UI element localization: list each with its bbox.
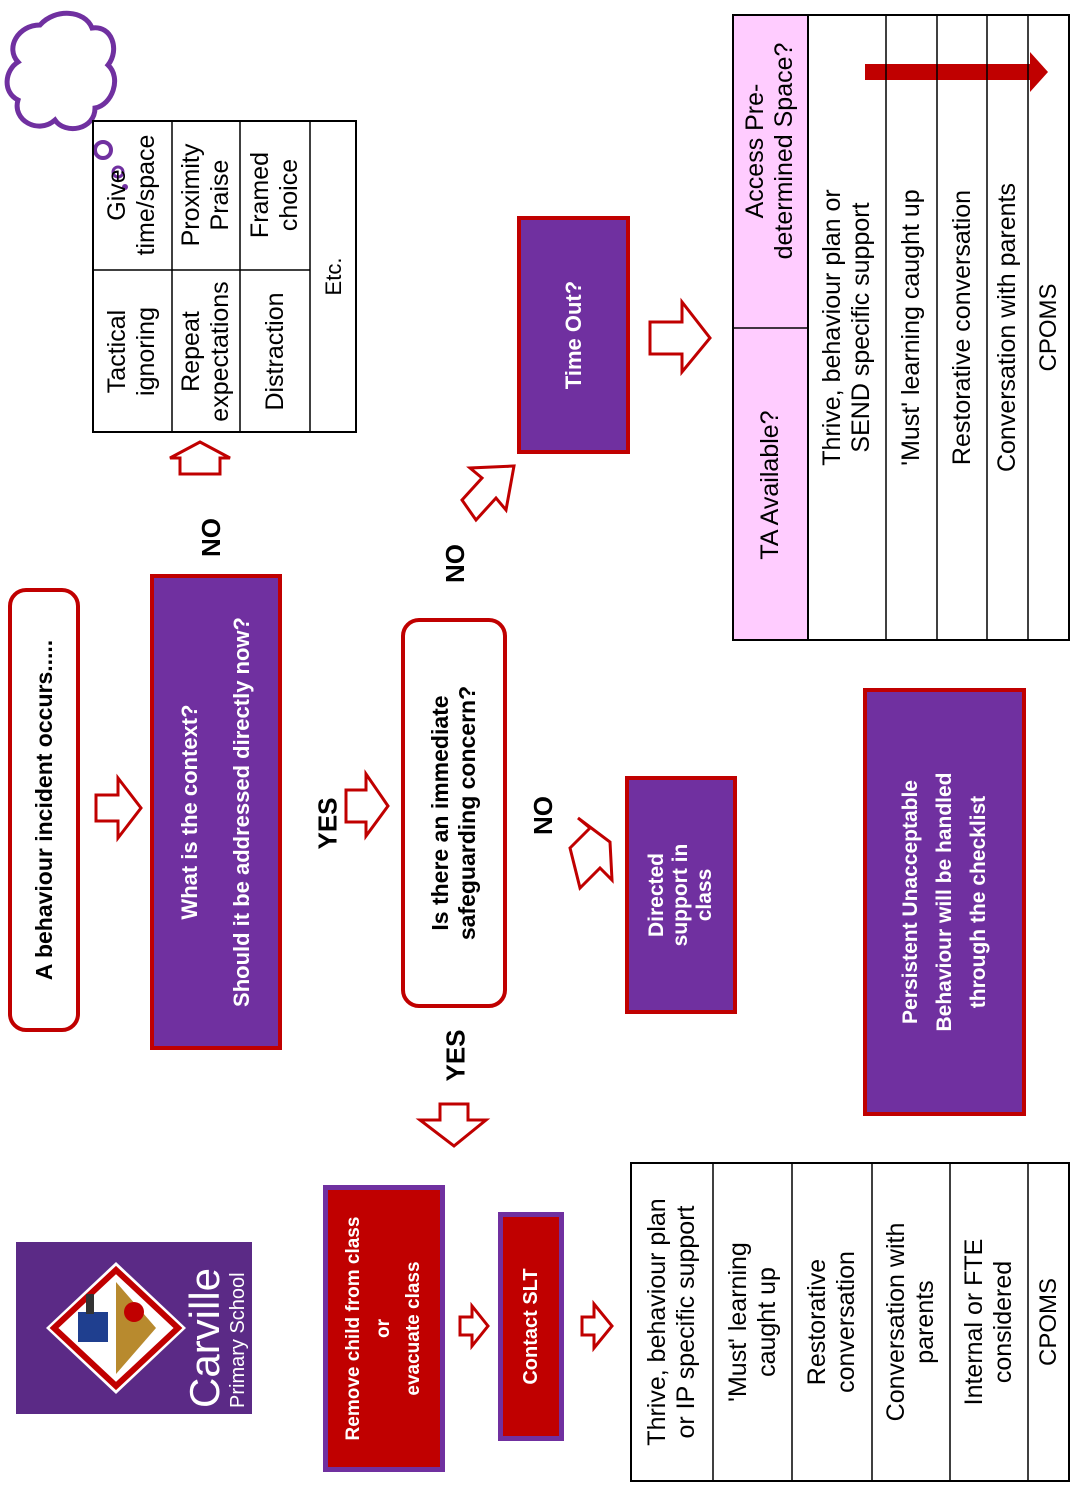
strategies-table [92,120,357,433]
arrow-right-icon [580,1299,614,1353]
slt-row: Restorative conversation [803,1251,860,1393]
arrow-right-icon [344,769,390,841]
slt-row: Conversation with parents [882,1222,939,1422]
arrow-right-solid-icon [865,52,1048,92]
slt-row: CPOMS [1035,1278,1062,1367]
arrow-right-icon [648,297,712,377]
arrow-diagonal-icon [460,464,516,523]
slt-table [630,1162,1070,1482]
arrow-down-icon [415,1102,491,1148]
slt-row: Internal or FTE considered [960,1238,1017,1406]
arrow-up-icon [169,440,231,476]
slt-row: Thrive, behaviour plan or IP specific su… [642,1198,700,1446]
arrow-right-icon [458,1301,490,1351]
arrow-diagonal-icon [568,816,614,891]
slt-row: 'Must' learning caught up [723,1242,781,1402]
school-logo [16,1242,252,1414]
arrow-right-icon [94,773,143,843]
logo-emblem [46,1262,186,1394]
